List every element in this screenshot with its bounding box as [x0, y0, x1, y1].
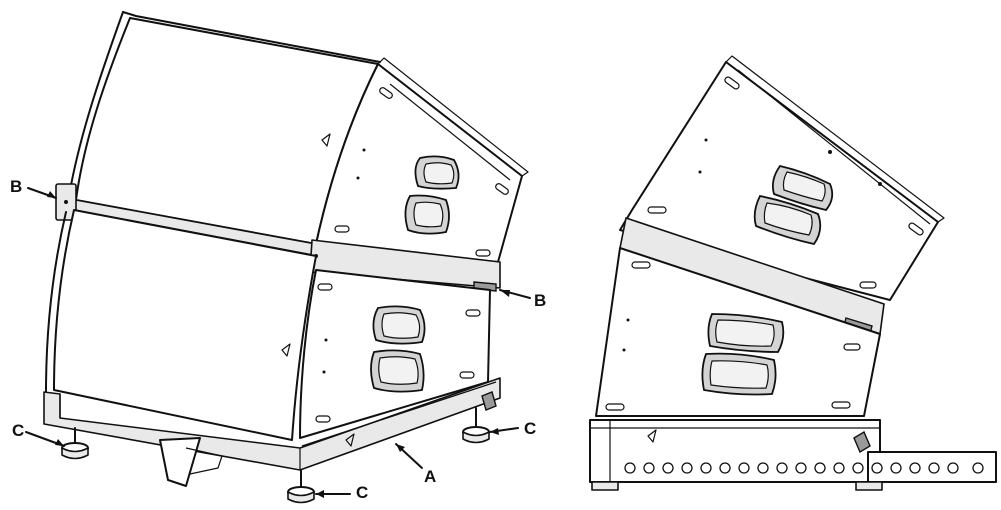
foot-right	[462, 407, 490, 444]
callout-b-left: B	[10, 177, 23, 196]
foot-left	[61, 427, 89, 460]
callout-c-left: C	[12, 421, 25, 440]
callout-a: A	[424, 467, 437, 486]
callout-b-right: B	[534, 291, 547, 310]
right-foot-right	[855, 481, 883, 491]
callout-c-right: C	[524, 419, 537, 438]
left-assembly	[25, 11, 531, 504]
right-foot-left	[591, 481, 619, 491]
right-base-rail	[589, 419, 881, 483]
lower-cabinet-front	[53, 209, 317, 441]
right-assembly	[589, 55, 997, 491]
base-holes	[624, 462, 984, 474]
callout-c-bottom: C	[356, 483, 369, 502]
leader-lines	[25, 187, 531, 498]
front-bracket	[159, 437, 201, 487]
foot-bottom	[287, 469, 315, 504]
